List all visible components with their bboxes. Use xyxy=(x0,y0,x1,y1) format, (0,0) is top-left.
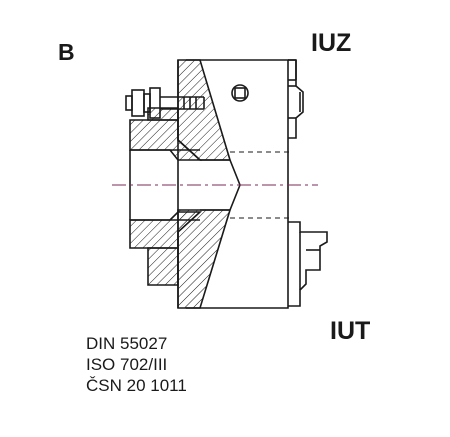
top-jaw xyxy=(288,59,304,139)
bore-outline xyxy=(129,60,241,308)
standard-csn: ČSN 20 1011 xyxy=(86,376,187,395)
top-variant-label: IUZ xyxy=(311,29,352,57)
view-letter-label: B xyxy=(58,39,75,65)
hidden-lines xyxy=(230,151,292,219)
mounting-bolt xyxy=(125,87,205,119)
bottom-jaw xyxy=(288,221,328,307)
standard-iso: ISO 702/III xyxy=(86,355,168,374)
standards-list: DIN 55027 ISO 702/III ČSN 20 1011 xyxy=(86,333,187,396)
key-square xyxy=(231,84,249,102)
bottom-variant-label: IUT xyxy=(330,317,371,345)
standard-din: DIN 55027 xyxy=(86,334,168,353)
